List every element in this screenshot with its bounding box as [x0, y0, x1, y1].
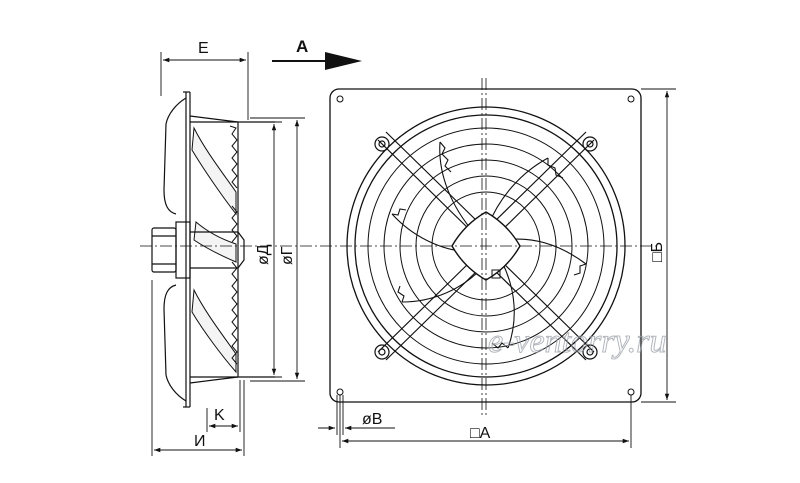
- label-k: K: [214, 407, 225, 424]
- label-sq-a: □A: [470, 425, 491, 442]
- direction-arrow-a: [272, 52, 362, 70]
- side-plate: [183, 91, 191, 408]
- label-phi-g: øГ: [279, 246, 296, 265]
- corner-holes: [336, 95, 635, 396]
- terminal-box: [491, 269, 501, 279]
- center-lines: [140, 78, 660, 415]
- front-dimensions: [318, 88, 676, 448]
- side-blades: [191, 125, 238, 374]
- label-sq-b: □Б: [649, 242, 666, 262]
- side-motor: [151, 221, 245, 279]
- side-view: [151, 91, 275, 408]
- label-i: И: [194, 433, 206, 450]
- label-phi-b: øB: [362, 411, 382, 428]
- front-plate: [329, 88, 642, 403]
- support-bars: [374, 131, 598, 361]
- side-dimensions: [151, 52, 305, 456]
- watermark: e-ventorry.ru: [488, 323, 666, 360]
- label-a-arrow: A: [296, 37, 308, 56]
- label-e: E: [198, 40, 209, 57]
- label-phi-d: øД: [255, 244, 272, 265]
